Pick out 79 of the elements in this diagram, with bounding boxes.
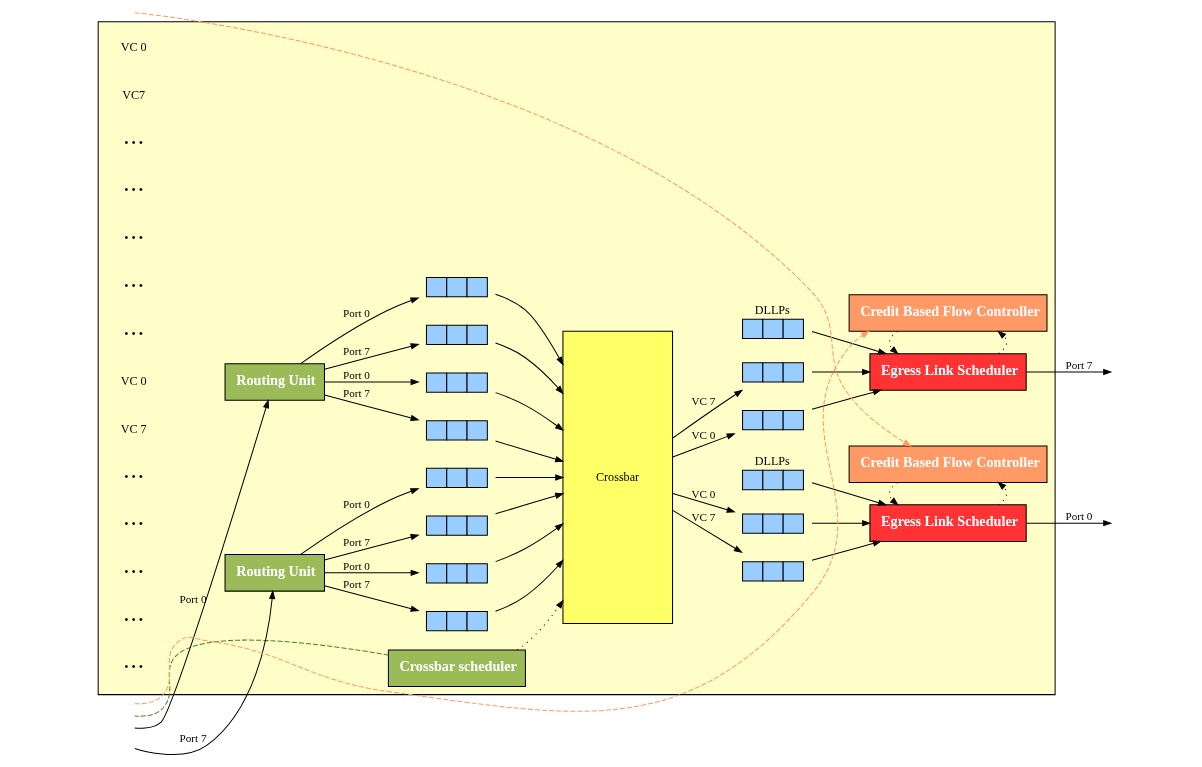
arrow <box>672 433 736 458</box>
edge-label: Port 0 <box>342 559 370 572</box>
label: • • • <box>124 231 144 246</box>
arrow <box>300 297 420 365</box>
arrow <box>495 523 564 563</box>
arrow <box>811 331 888 355</box>
arrow <box>811 389 883 410</box>
edge-label: Port 0 <box>1065 509 1093 522</box>
label: • • • <box>124 469 144 484</box>
cluster <box>97 21 1056 696</box>
label: • • • <box>124 278 144 293</box>
arrow <box>811 368 872 376</box>
node-box: Routing Unit <box>224 554 325 592</box>
arrow <box>997 481 1008 506</box>
label: VC 0 <box>120 374 147 389</box>
arrow <box>495 392 564 432</box>
arrow <box>1025 519 1113 527</box>
arrow <box>495 559 564 612</box>
arrow <box>324 569 420 577</box>
node-box: Egress Link Scheduler <box>869 504 1027 542</box>
arrow <box>811 540 883 561</box>
edge-label: VC 0 <box>691 428 716 441</box>
label: • • • <box>124 517 144 532</box>
label: • • • <box>124 565 144 579</box>
node-box: Routing Unit <box>224 363 325 401</box>
node-box: Egress Link Scheduler <box>869 353 1027 391</box>
arrow <box>495 440 565 463</box>
arrow <box>324 534 420 561</box>
arrow <box>495 342 564 395</box>
node-label: DLLPs <box>754 302 790 317</box>
arrow <box>134 399 269 729</box>
label: VC7 <box>122 88 146 103</box>
arrow <box>324 585 420 612</box>
arrow <box>811 519 872 527</box>
arrow <box>811 482 888 506</box>
edge-label: Port 0 <box>342 306 370 319</box>
arrow <box>888 330 899 355</box>
arrow <box>672 493 736 513</box>
node-box: Credit Based Flow Controller <box>848 445 1048 484</box>
edge-label: Port 7 <box>342 577 370 590</box>
edge-label: Port 0 <box>179 593 207 606</box>
arrow <box>495 474 565 481</box>
label: VC 7 <box>120 421 147 436</box>
connector <box>134 639 389 717</box>
arrow <box>134 330 870 712</box>
arrow <box>134 12 912 447</box>
arrow <box>495 293 564 366</box>
node-label: DLLPs <box>754 453 790 468</box>
edge-label: Port 7 <box>342 345 370 358</box>
arrow <box>134 589 276 755</box>
arrow <box>324 378 420 386</box>
label: • • • <box>124 183 144 198</box>
node-box: Crossbar scheduler <box>387 649 526 687</box>
arrow <box>495 492 565 515</box>
edge-label: VC 0 <box>691 487 716 500</box>
edge-label: VC 7 <box>691 395 716 408</box>
label: VC 0 <box>120 40 147 55</box>
arrow <box>324 394 420 421</box>
arrow <box>997 330 1008 355</box>
node-box: Credit Based Flow Controller <box>848 294 1048 332</box>
edge-label: Port 7 <box>342 536 370 549</box>
edge-label: Port 7 <box>179 732 207 745</box>
label: • • • <box>124 660 144 675</box>
arrow <box>888 482 899 506</box>
edge-label: Port 0 <box>342 368 370 381</box>
label: • • • <box>124 326 144 341</box>
arrow <box>324 343 420 370</box>
label: • • • <box>124 135 144 150</box>
label: • • • <box>124 612 144 627</box>
node-box: Crossbar <box>562 330 674 625</box>
arrow <box>672 389 744 439</box>
edge-label: Port 7 <box>1065 358 1093 371</box>
arrow <box>516 599 564 651</box>
arrow <box>672 509 743 554</box>
edge-label: Port 0 <box>342 497 370 510</box>
edge-label: VC 7 <box>691 510 716 523</box>
edge-label: Port 7 <box>342 387 370 400</box>
arrow <box>300 488 420 555</box>
arrow <box>1025 368 1113 376</box>
